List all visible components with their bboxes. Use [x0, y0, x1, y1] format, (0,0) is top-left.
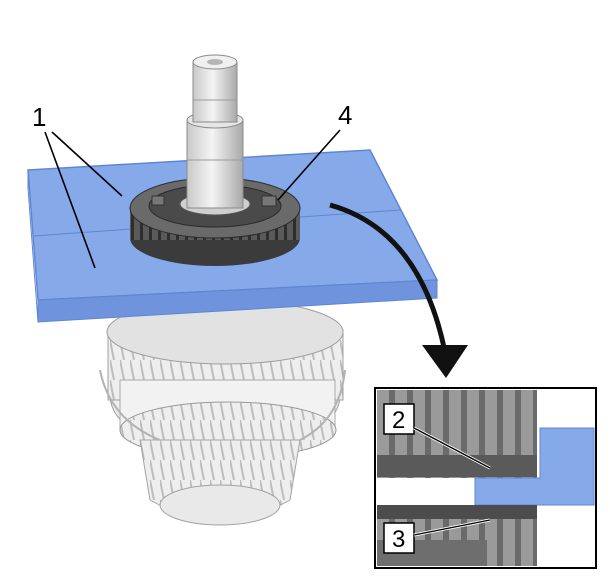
callout-1-label: 1	[32, 102, 46, 132]
detail-inset: 2 3	[374, 387, 597, 569]
callout-3-label: 3	[392, 526, 405, 553]
callout-4: 4	[277, 100, 352, 201]
synchronizer-gear	[129, 177, 301, 266]
callout-2-label: 2	[392, 407, 405, 434]
lower-gear-cluster	[99, 299, 346, 526]
callout-4-label: 4	[338, 100, 352, 130]
callout-1: 1	[32, 102, 123, 269]
detail-arrow	[329, 202, 468, 378]
input-shaft	[186, 54, 244, 209]
